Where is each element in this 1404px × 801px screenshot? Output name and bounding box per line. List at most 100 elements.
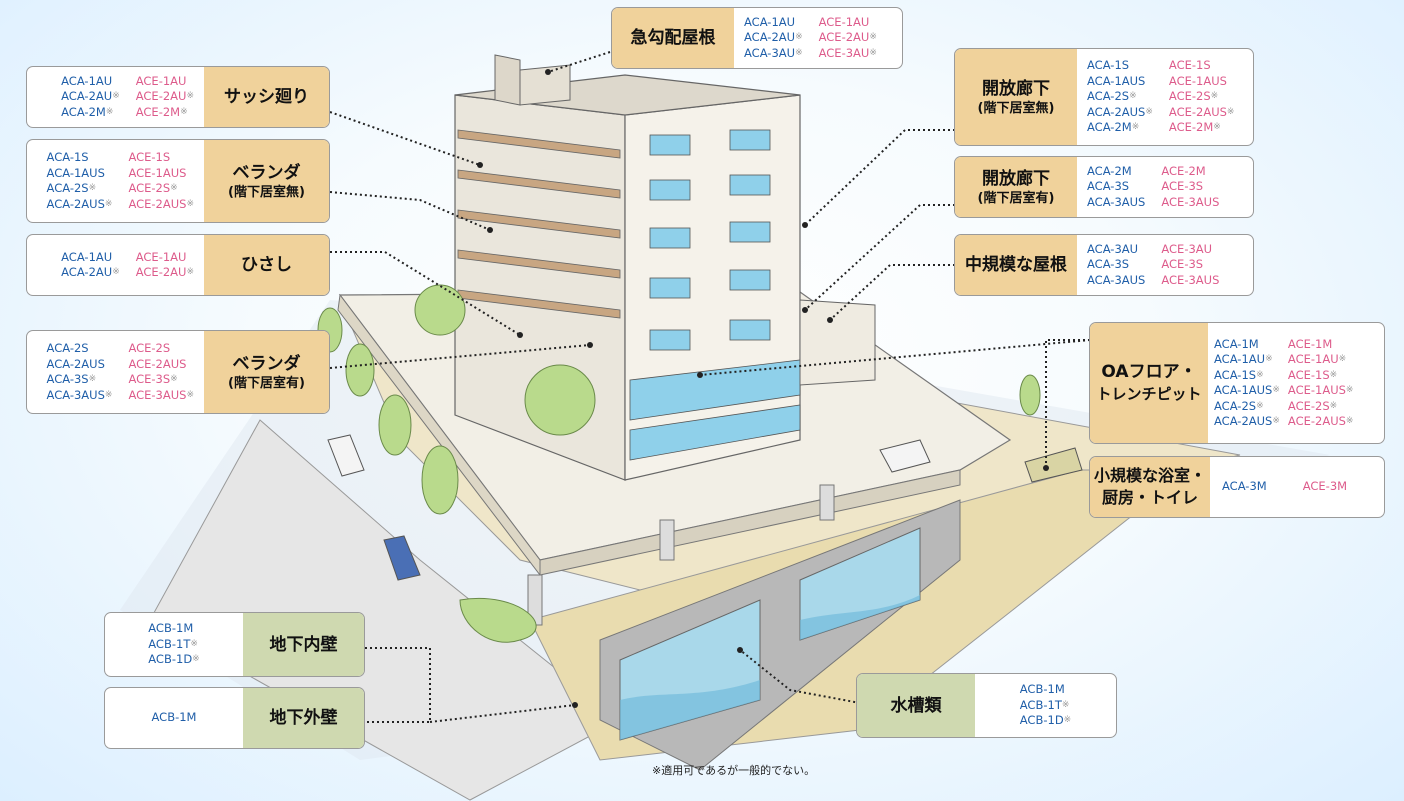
product-code: ACA-1AU bbox=[744, 14, 796, 29]
product-code: ACA-3S bbox=[1087, 179, 1130, 194]
product-code: ACE-1AUS bbox=[128, 165, 187, 180]
label-corridor-yes: 開放廊下 (階下居室有) bbox=[955, 157, 1077, 217]
product-code: ACE-3AUS bbox=[1161, 272, 1220, 287]
aca-codes: ACA-3M bbox=[1222, 479, 1267, 495]
label-basement-inner: 地下内壁 bbox=[243, 613, 364, 676]
product-code: ACE-2AUS bbox=[128, 356, 187, 371]
product-code: ACA-2AUS※ bbox=[1087, 104, 1153, 119]
product-code: ACB-1M bbox=[148, 621, 194, 636]
product-code: ACA-3S bbox=[1087, 257, 1130, 272]
product-code: ACA-2M※ bbox=[1087, 120, 1140, 135]
product-code: ACA-3AUS bbox=[1087, 194, 1146, 209]
product-code: ACE-1S※ bbox=[1287, 367, 1338, 382]
product-code: ACE-2AU※ bbox=[135, 89, 194, 104]
product-code: ACB-1D※ bbox=[1019, 713, 1072, 728]
label-main: サッシ廻り bbox=[224, 87, 309, 107]
product-code: ACB-1M bbox=[151, 710, 197, 725]
label-main: 開放廊下 bbox=[982, 78, 1050, 99]
product-code: ACE-3S bbox=[1161, 257, 1204, 272]
product-code: ACE-1AU※ bbox=[1287, 352, 1347, 366]
product-code: ACE-2AU※ bbox=[818, 30, 877, 45]
product-code: ACB-1T※ bbox=[1019, 697, 1070, 712]
label-tank: 水槽類 bbox=[857, 674, 975, 737]
product-code: ACE-1AU bbox=[818, 14, 870, 29]
product-code: ACE-2AU※ bbox=[135, 265, 194, 279]
product-code: ACE-3AU bbox=[1161, 241, 1213, 256]
ace-codes: ACE-3M bbox=[1303, 479, 1347, 495]
product-code: ACA-2S※ bbox=[1087, 89, 1137, 104]
label-sub: (階下居室有) bbox=[977, 190, 1055, 206]
product-code: ACE-2AUS※ bbox=[1287, 414, 1354, 428]
label-steep-roof: 急勾配屋根 bbox=[612, 8, 734, 68]
product-code: ACA-3AU bbox=[1087, 241, 1139, 256]
label-main: 急勾配屋根 bbox=[630, 28, 716, 48]
product-code: ACA-2M※ bbox=[61, 104, 114, 119]
label-basement-outer: 地下外壁 bbox=[243, 688, 364, 748]
label-main: OAフロア・ bbox=[1101, 362, 1197, 382]
product-code: ACE-1AUS bbox=[1168, 73, 1227, 88]
label-oa-floor: OAフロア・ トレンチピット bbox=[1090, 323, 1208, 443]
callout-basement-outer-wall: 地下外壁 ACB-1M bbox=[104, 687, 365, 749]
label-sub: トレンチピット bbox=[1096, 385, 1202, 403]
label-sub: (階下居室有) bbox=[228, 375, 305, 391]
product-code: ACA-3M bbox=[1222, 479, 1267, 494]
product-code: ACE-2AUS※ bbox=[128, 196, 194, 211]
product-code: ACE-3S※ bbox=[128, 372, 178, 386]
product-code: ACE-3AUS※ bbox=[128, 387, 194, 402]
product-code: ACE-2AUS※ bbox=[1168, 104, 1235, 119]
product-code: ACE-1M bbox=[1287, 336, 1333, 351]
callout-bath-kitchen-toilet: 小規模な浴室・ 厨房・トイレ ACA-3M ACE-3M bbox=[1089, 456, 1385, 518]
codes-basement-outer: ACB-1M bbox=[105, 688, 243, 748]
product-code: ACE-3M bbox=[1302, 479, 1348, 494]
label-main-2: 厨房・トイレ bbox=[1101, 488, 1198, 507]
label-corridor-none: 開放廊下 (階下居室無) bbox=[955, 49, 1077, 145]
label-veranda-none: ベランダ (階下居室無) bbox=[204, 140, 329, 222]
product-code: ACA-2S※ bbox=[46, 181, 97, 195]
product-code: ACA-3S※ bbox=[46, 372, 97, 386]
product-code: ACA-2S※ bbox=[1214, 398, 1264, 413]
product-code: ACE-1S bbox=[128, 150, 171, 164]
product-code: ACA-2AUS※ bbox=[46, 196, 113, 211]
footnote: ※適用可であるが一般的でない。 bbox=[652, 764, 816, 777]
product-code: ACE-3AU※ bbox=[818, 45, 877, 60]
product-code: ACA-1S※ bbox=[1214, 367, 1264, 382]
product-code: ACA-3AUS bbox=[1087, 272, 1146, 287]
label-main: 水槽類 bbox=[890, 695, 942, 716]
label-sub: (階下居室無) bbox=[977, 100, 1055, 116]
product-code: ACA-2S bbox=[46, 341, 89, 355]
product-code: ACA-2AUS bbox=[46, 356, 105, 371]
label-main: ベランダ bbox=[232, 353, 301, 374]
product-code: ACA-2AU※ bbox=[61, 265, 120, 279]
product-code: ACA-1AUS bbox=[1087, 73, 1146, 88]
product-code: ACA-1M bbox=[1214, 336, 1259, 351]
product-code: ACA-1AUS※ bbox=[1214, 383, 1280, 397]
product-code: ACB-1T※ bbox=[148, 636, 198, 651]
